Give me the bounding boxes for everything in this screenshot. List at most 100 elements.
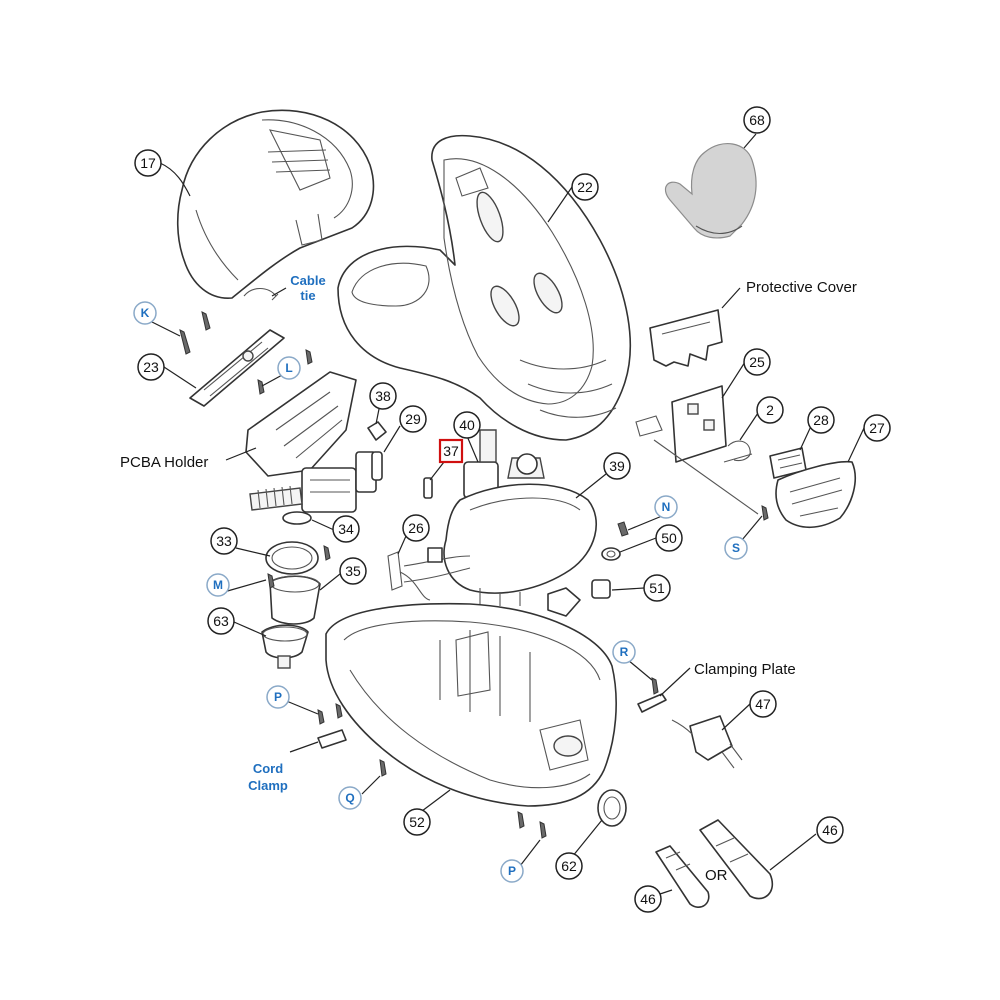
part-37-valve bbox=[423, 477, 433, 499]
protective-cover-label: Protective Cover bbox=[746, 279, 857, 296]
callout-46a-number: 46 bbox=[640, 891, 656, 907]
part-52-base-housing bbox=[325, 602, 617, 807]
pcba-holder-label: PCBA Holder bbox=[120, 454, 208, 471]
pcba-holder-part bbox=[245, 371, 357, 477]
fastener-l-letter: L bbox=[285, 361, 292, 375]
callout-34-number: 34 bbox=[338, 521, 354, 537]
callout-39: 39 bbox=[603, 452, 631, 480]
or-label: OR bbox=[705, 867, 728, 884]
part-33-o-ring bbox=[265, 541, 319, 575]
cord-clamp-label-line1: Cord bbox=[253, 761, 283, 776]
callout-68: 68 bbox=[743, 106, 771, 134]
callout-50: 50 bbox=[655, 524, 683, 552]
protective-cover-part bbox=[649, 309, 723, 367]
part-47-power-plug bbox=[671, 715, 743, 769]
callout-25: 25 bbox=[743, 348, 771, 376]
callout-26: 26 bbox=[402, 514, 430, 542]
part-68-mitt bbox=[665, 143, 757, 239]
callout-40-number: 40 bbox=[459, 417, 475, 433]
callout-2: 2 bbox=[756, 396, 784, 424]
fastener-m-letter: M bbox=[213, 578, 223, 592]
fastener-callout-r: R bbox=[612, 640, 636, 664]
callout-17-number: 17 bbox=[140, 155, 156, 171]
cable-tie-label-line1: Cable bbox=[290, 273, 325, 288]
callout-63: 63 bbox=[207, 607, 235, 635]
part-38-seal bbox=[367, 421, 387, 441]
callout-35-number: 35 bbox=[345, 563, 361, 579]
callout-40: 40 bbox=[453, 411, 481, 439]
part-46-nozzle-large bbox=[699, 819, 774, 900]
callout-37-highlighted: 37 bbox=[438, 438, 464, 464]
callout-2-number: 2 bbox=[766, 402, 774, 418]
callout-50-number: 50 bbox=[661, 530, 677, 546]
part-29-fitting bbox=[371, 451, 383, 481]
fastener-callout-m: M bbox=[206, 573, 230, 597]
part-63-tank-valve bbox=[261, 624, 309, 669]
callout-23-number: 23 bbox=[143, 359, 159, 375]
callout-23: 23 bbox=[137, 353, 165, 381]
fastener-callout-k: K bbox=[133, 301, 157, 325]
screws bbox=[179, 311, 769, 839]
callout-28: 28 bbox=[807, 406, 835, 434]
clamping-plate-label: Clamping Plate bbox=[694, 661, 796, 678]
callout-38: 38 bbox=[369, 382, 397, 410]
callout-46-large-nozzle: 46 bbox=[816, 816, 844, 844]
part-22-top-housing bbox=[337, 134, 632, 441]
part-25-pcb-board bbox=[635, 385, 727, 463]
callout-51-number: 51 bbox=[649, 580, 665, 596]
callout-63-number: 63 bbox=[213, 613, 229, 629]
callout-47: 47 bbox=[749, 690, 777, 718]
callout-22-number: 22 bbox=[577, 179, 593, 195]
pump-assembly bbox=[249, 451, 377, 513]
fastener-callout-p-left: P bbox=[266, 685, 290, 709]
fastener-s-letter: S bbox=[732, 541, 740, 555]
cord-clamp-label-line2: Clamp bbox=[248, 778, 288, 793]
part-17-rear-cover bbox=[176, 109, 375, 299]
cable-tie-part bbox=[243, 287, 279, 301]
callout-27-number: 27 bbox=[869, 420, 885, 436]
fastener-callout-q: Q bbox=[338, 786, 362, 810]
fastener-callout-n: N bbox=[654, 495, 678, 519]
callout-39-number: 39 bbox=[609, 458, 625, 474]
fastener-q-letter: Q bbox=[345, 791, 354, 805]
rod-s bbox=[653, 439, 759, 515]
callout-46b-number: 46 bbox=[822, 822, 838, 838]
fastener-n-letter: N bbox=[662, 500, 671, 514]
part-50-gasket bbox=[601, 547, 621, 561]
callout-37-number: 37 bbox=[443, 443, 459, 459]
part-39-boiler bbox=[443, 453, 597, 617]
part-62-ring bbox=[597, 789, 627, 827]
part-34-cap bbox=[282, 511, 312, 525]
callout-33-number: 33 bbox=[216, 533, 232, 549]
fastener-p2-letter: P bbox=[508, 864, 516, 878]
callout-33: 33 bbox=[210, 527, 238, 555]
callout-26-number: 26 bbox=[408, 520, 424, 536]
callout-52-number: 52 bbox=[409, 814, 425, 830]
part-51-nut bbox=[591, 579, 611, 599]
callout-51: 51 bbox=[643, 574, 671, 602]
callout-28-number: 28 bbox=[813, 412, 829, 428]
callout-52: 52 bbox=[403, 808, 431, 836]
part-26-wire-harness bbox=[387, 547, 471, 601]
fastener-p1-letter: P bbox=[274, 690, 282, 704]
fastener-callout-s: S bbox=[724, 536, 748, 560]
cable-tie-label-line2: tie bbox=[300, 288, 315, 303]
fastener-k-letter: K bbox=[141, 306, 150, 320]
callout-62-number: 62 bbox=[561, 858, 577, 874]
part-35-tank-collar bbox=[269, 575, 321, 625]
part-27-handle-assembly bbox=[775, 460, 856, 529]
callout-47-number: 47 bbox=[755, 696, 771, 712]
part-23-pcba-bracket bbox=[189, 329, 285, 407]
fastener-callout-p-bottom: P bbox=[500, 859, 524, 883]
callout-34: 34 bbox=[332, 515, 360, 543]
callout-68-number: 68 bbox=[749, 112, 765, 128]
fastener-r-letter: R bbox=[620, 645, 629, 659]
clamping-plate-part bbox=[637, 693, 667, 713]
callout-35: 35 bbox=[339, 557, 367, 585]
part-46-nozzle-small bbox=[655, 845, 710, 908]
callout-46-small-nozzle: 46 bbox=[634, 885, 662, 913]
callout-17: 17 bbox=[134, 149, 162, 177]
part-2-spring bbox=[723, 440, 753, 463]
fastener-callout-l: L bbox=[277, 356, 301, 380]
